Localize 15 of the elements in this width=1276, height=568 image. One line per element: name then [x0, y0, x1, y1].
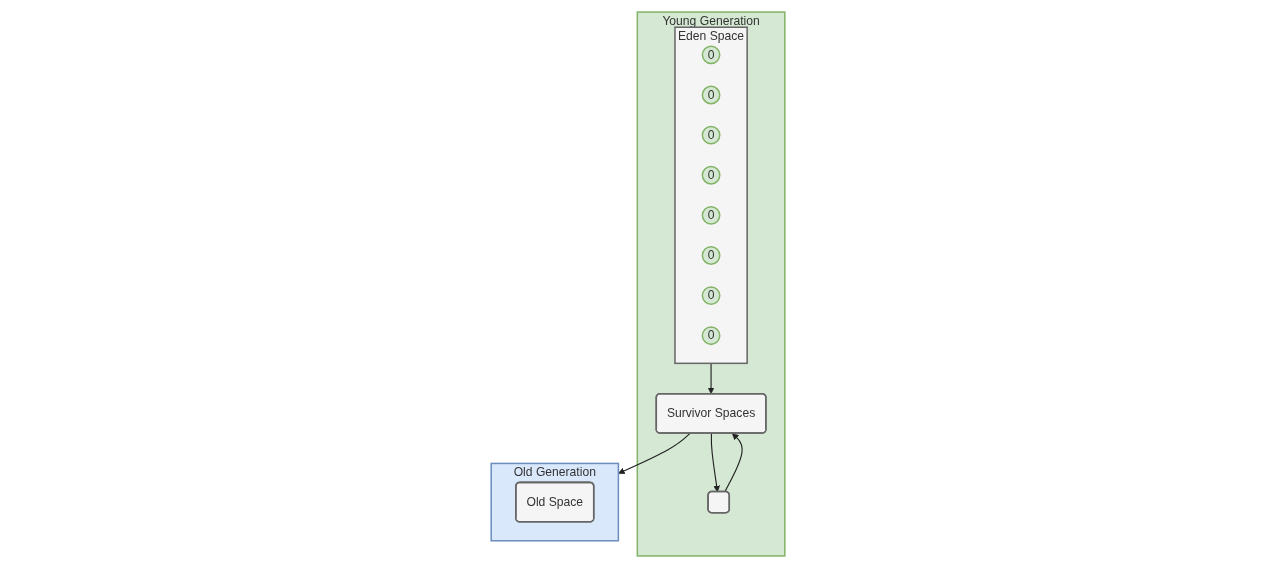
- arrow: [707, 362, 715, 394]
- object-circle: 0: [701, 45, 721, 65]
- object-circle: 0: [701, 85, 721, 105]
- object-circle: 0: [701, 286, 721, 305]
- memory-box: [707, 490, 730, 514]
- object-circle: 0: [701, 246, 721, 265]
- object-circle: 0: [701, 125, 721, 145]
- memory-box: Old Space: [515, 481, 595, 523]
- arrow: [710, 432, 720, 493]
- arrow: [618, 432, 691, 474]
- object-circle: 0: [701, 205, 721, 225]
- memory-box: Survivor Spaces: [655, 392, 767, 434]
- arrow: [724, 433, 743, 493]
- object-circle: 0: [701, 326, 721, 346]
- object-circle: 0: [701, 165, 721, 185]
